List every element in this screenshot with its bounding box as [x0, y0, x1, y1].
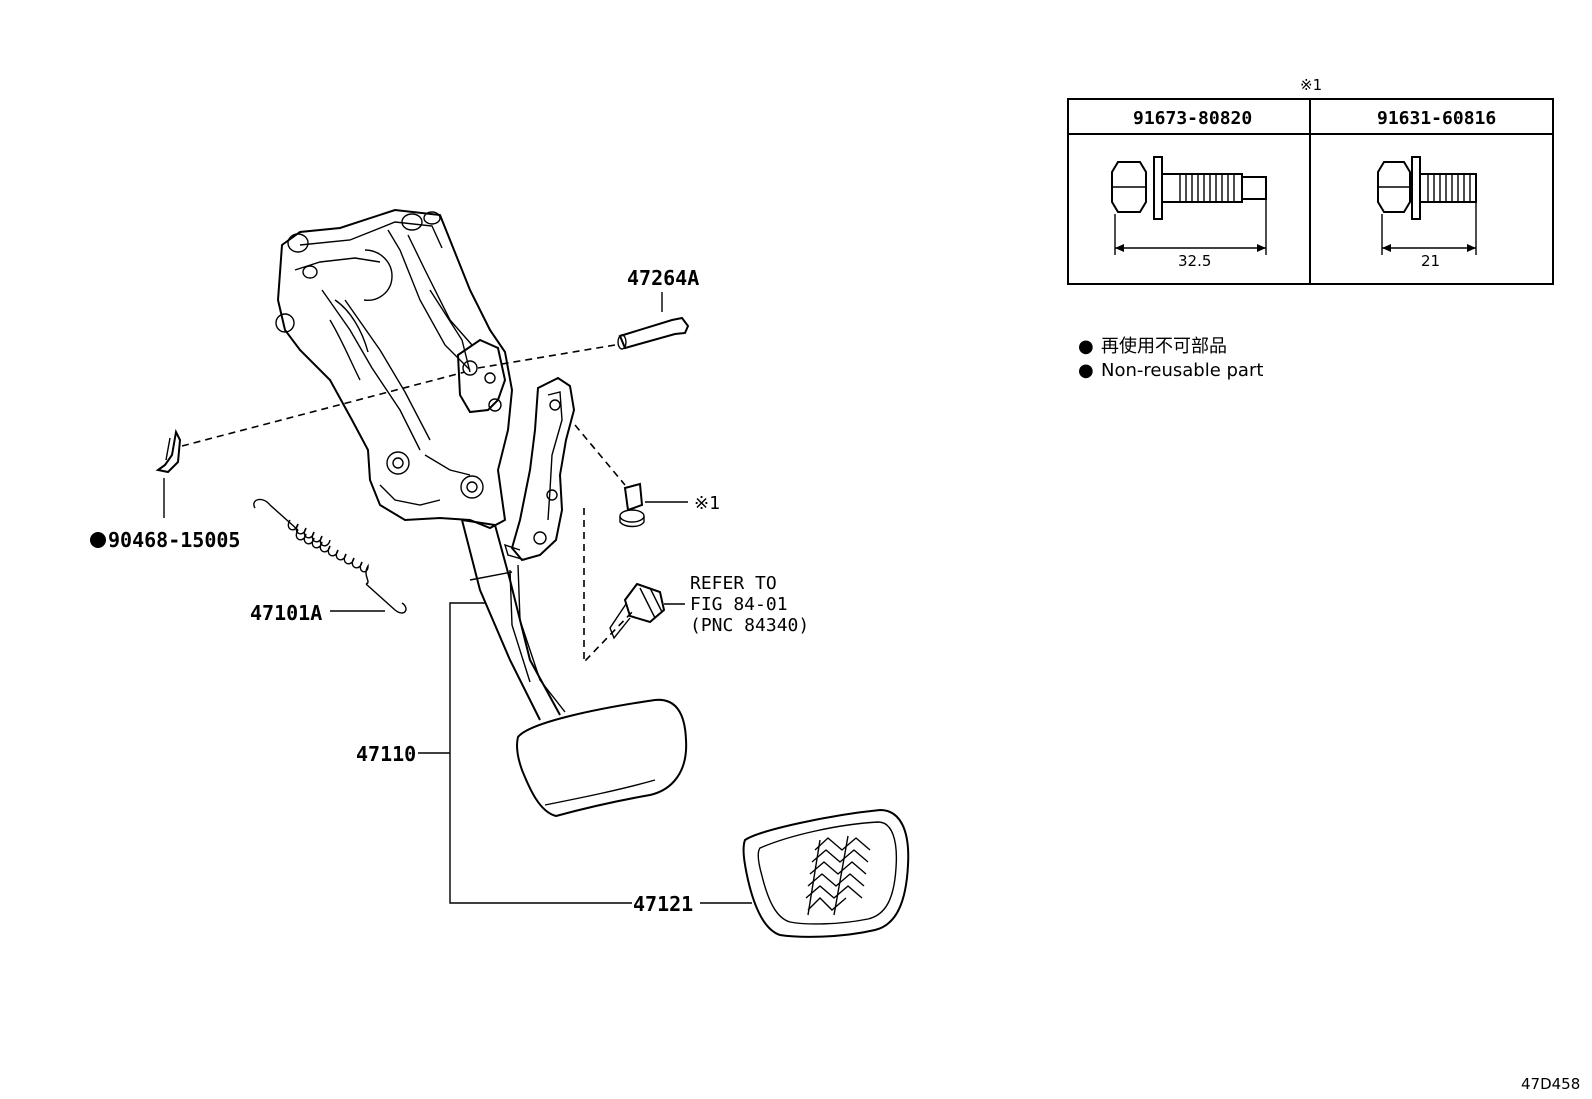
return-spring [253, 498, 407, 614]
bolt-table-col2-length: 21 [1421, 252, 1440, 270]
bolt-table-col1-part: 91673-80820 [1133, 108, 1252, 129]
legend: ● 再使用不可部品 ● Non-reusable part [1078, 336, 1263, 381]
pedal-bracket [275, 208, 514, 530]
pedal-pad [516, 698, 688, 818]
switch-ref-line-1: REFER TO [690, 573, 777, 594]
pin-part-number: 47264A [627, 266, 699, 290]
pedal-arm-part-number: 47110 [356, 742, 416, 766]
bolt-table-col1-length: 32.5 [1178, 252, 1211, 270]
stop-lamp-switch [609, 582, 685, 640]
spring-part-number: 47101A [250, 601, 322, 625]
bolt-table: ※1 91673-80820 91631-60816 [1067, 76, 1554, 285]
clip-leader [181, 371, 466, 447]
pedal-pad-part-number: 47121 [633, 892, 693, 916]
pedal-pad-cover [742, 808, 910, 938]
bolt-table-col2-part: 91631-60816 [1377, 108, 1496, 129]
legend-text-en: Non-reusable part [1101, 360, 1263, 381]
tread-pattern [805, 835, 871, 916]
switch-leader [583, 508, 635, 664]
bolt-table-title: ※1 [1300, 76, 1322, 94]
switch-bracket [503, 376, 576, 562]
pedal-arm [461, 519, 566, 721]
bolt-91673-drawing [1111, 156, 1267, 255]
legend-marker-jp: ● [1078, 336, 1094, 357]
switch-ref-line-2: FIG 84-01 [690, 594, 788, 615]
clip-part-number: 90468-15005 [108, 528, 240, 552]
clip-nonreusable-dot [90, 532, 106, 548]
diagram-code: 47D458 [1521, 1075, 1580, 1093]
pin [617, 292, 690, 350]
bolt [619, 482, 688, 528]
legend-text-jp: 再使用不可部品 [1101, 336, 1227, 357]
switch-ref-line-3: (PNC 84340) [690, 615, 809, 636]
legend-marker-en: ● [1078, 360, 1094, 381]
bolt-91631-drawing [1377, 156, 1477, 255]
clip [155, 428, 182, 518]
bolt-leader [574, 424, 626, 486]
bolt-ref-mark: ※1 [694, 493, 720, 514]
